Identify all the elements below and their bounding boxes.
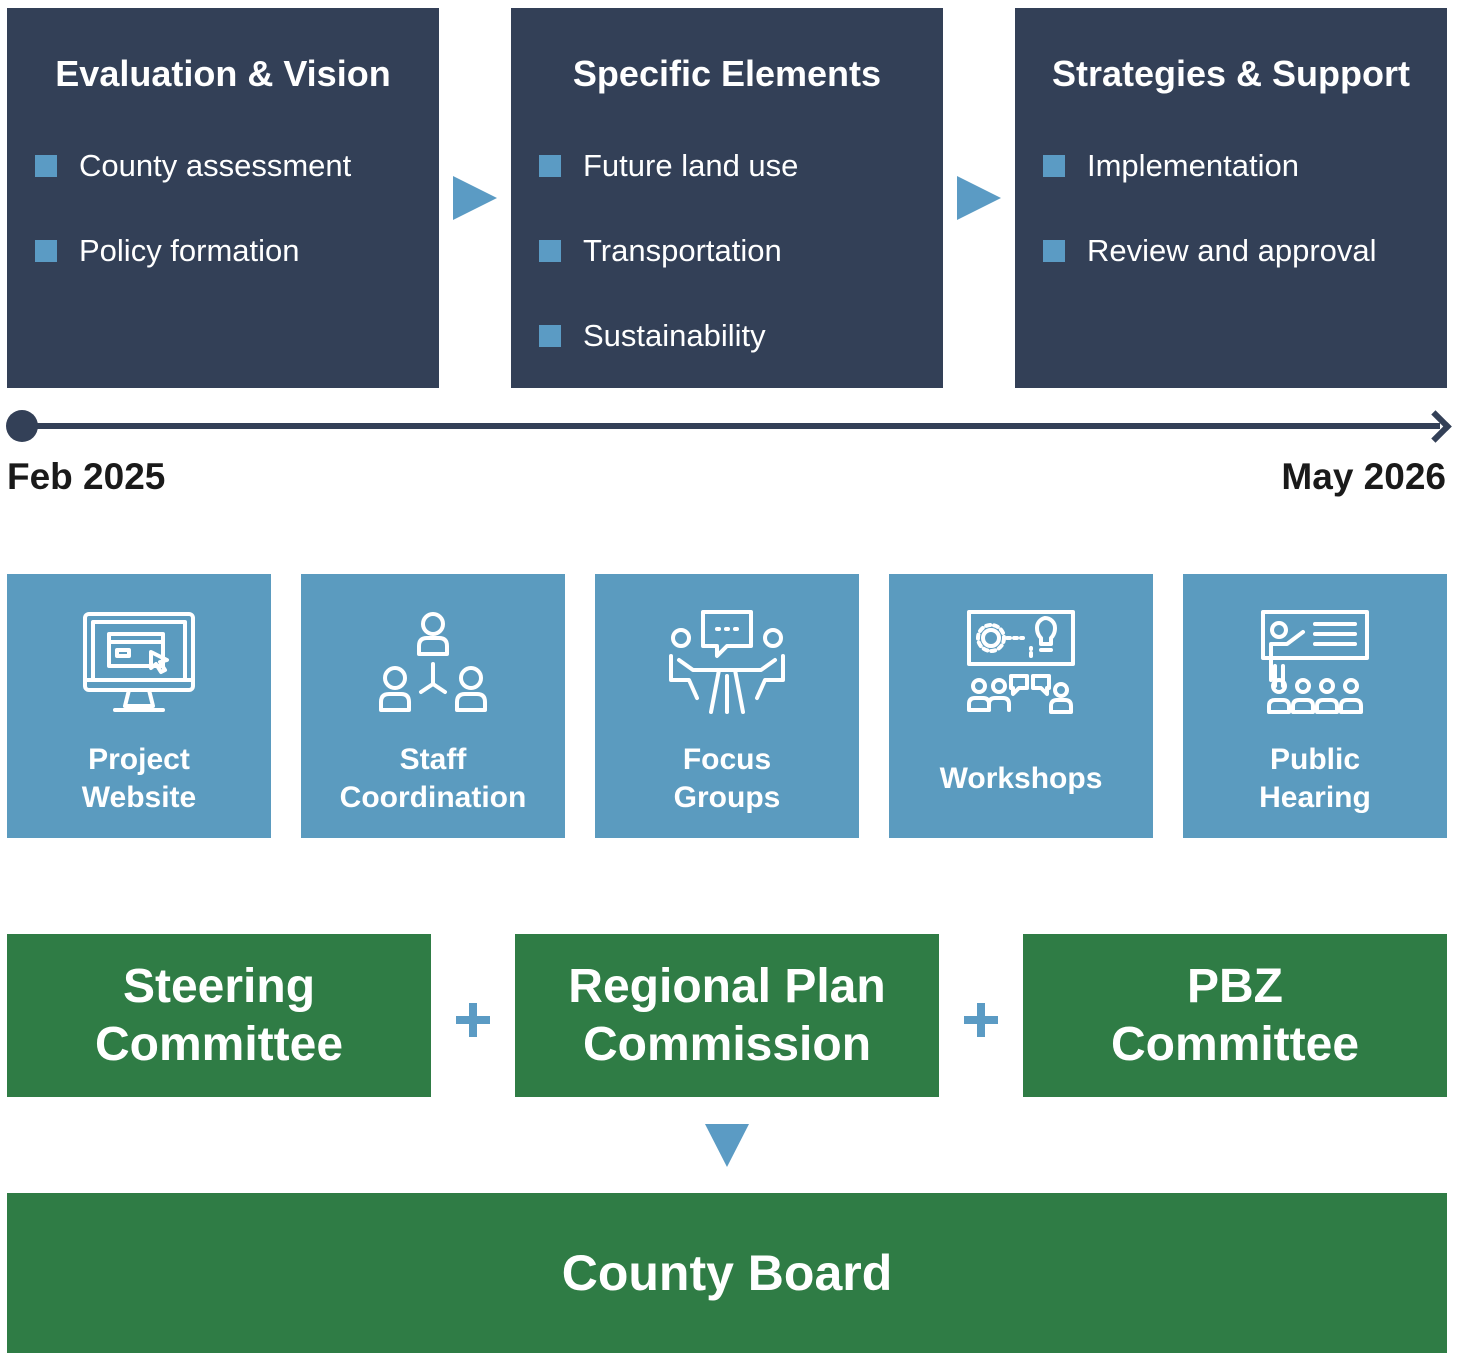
workshop-presentation-icon [967,610,1075,714]
group-discussion-icon [669,610,785,714]
phase-item: Future land use [539,144,798,188]
phase-item: Transportation [539,229,782,273]
public-hearing-icon [1261,610,1369,714]
engagement-tile-focus-groups: Focus Groups [595,574,859,838]
timeline-end-date: May 2026 [1281,456,1446,497]
phase-item-label: Policy formation [79,233,300,268]
phase-item-label: Sustainability [583,318,766,353]
plus-icon [964,1003,998,1037]
phase-item: Sustainability [539,314,766,358]
committee-box-steering: Steering Committee [7,934,431,1097]
arrow-right-icon [957,176,1001,220]
phase-title: Evaluation & Vision [55,53,391,94]
square-bullet-icon [539,240,561,262]
timeline-line [22,423,1440,429]
engagement-tile-label: Workshops [939,762,1103,795]
county-board-box: County Board [7,1193,1447,1353]
engagement-tile-label: Focus Groups [673,743,781,814]
square-bullet-icon [539,325,561,347]
timeline-arrowhead-icon [1419,410,1452,443]
phase-item-label: County assessment [79,148,352,183]
square-bullet-icon [1043,240,1065,262]
square-bullet-icon [35,240,57,262]
phase-box-evaluation: Evaluation & Vision County assessment Po… [7,8,439,388]
phase-item-label: Transportation [583,233,782,268]
engagement-tile-public-hearing: Public Hearing [1183,574,1447,838]
plus-icon [456,1003,490,1037]
timeline-start-dot-icon [6,410,38,442]
committee-box-regional-plan: Regional Plan Commission [515,934,939,1097]
engagement-tile-project-website: Project Website [7,574,271,838]
phase-item-label: Review and approval [1087,233,1377,268]
phase-box-specific-elements: Specific Elements Future land use Transp… [511,8,943,388]
engagement-tile-label: Project Website [81,743,197,814]
phase-item: Policy formation [35,229,300,273]
phase-item: County assessment [35,144,351,188]
phase-item: Review and approval [1043,229,1377,273]
team-network-icon [379,612,487,712]
engagement-tile-label: Public Hearing [1259,743,1371,814]
phase-title: Strategies & Support [1051,53,1411,94]
computer-monitor-icon [83,612,195,712]
square-bullet-icon [1043,155,1065,177]
engagement-tile-workshops: Workshops [889,574,1153,838]
timeline-start-date: Feb 2025 [7,456,166,497]
arrow-right-icon [453,176,497,220]
phase-item-label: Future land use [583,148,799,183]
committee-box-pbz: PBZ Committee [1023,934,1447,1097]
phase-item-label: Implementation [1087,148,1299,183]
phase-box-strategies: Strategies & Support Implementation Revi… [1015,8,1447,388]
arrow-down-icon [705,1124,749,1167]
engagement-tile-staff-coordination: Staff Coordination [301,574,565,838]
engagement-tile-label: Staff Coordination [339,743,527,814]
phase-title: Specific Elements [572,53,882,94]
square-bullet-icon [35,155,57,177]
square-bullet-icon [539,155,561,177]
phase-item: Implementation [1043,144,1299,188]
